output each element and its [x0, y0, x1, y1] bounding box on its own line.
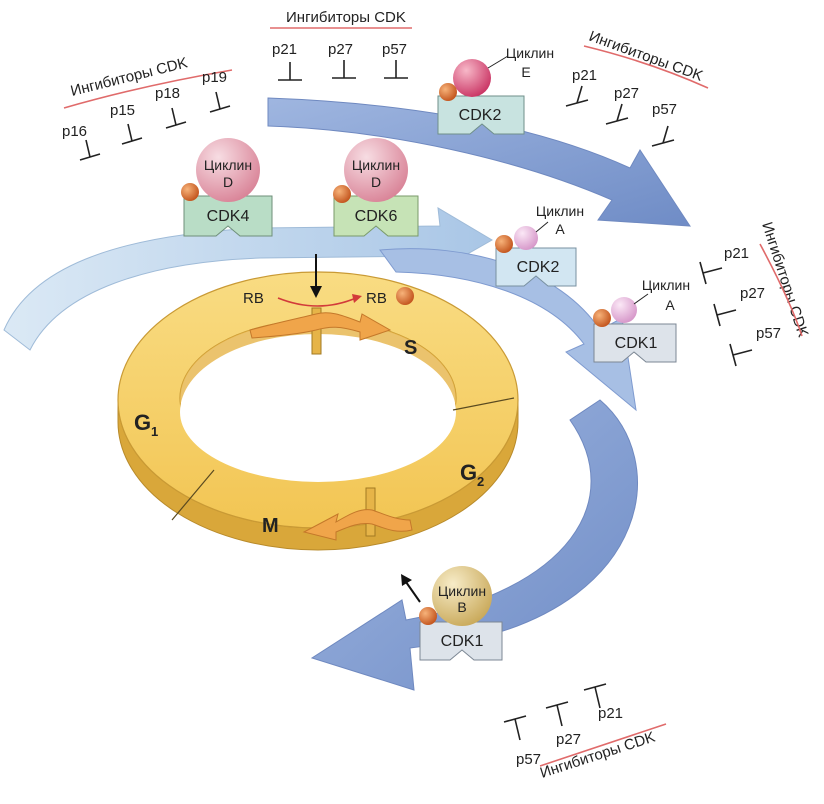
- cell-cycle-ring: [117, 271, 519, 551]
- svg-text:Ингибиторы CDK: Ингибиторы CDK: [286, 9, 406, 26]
- svg-text:Циклин: Циклин: [536, 203, 584, 219]
- cdk4-block: [183, 195, 273, 237]
- svg-text:CDK1: CDK1: [615, 335, 658, 352]
- phosphate-icon: [419, 607, 437, 625]
- phosphate-icon: [593, 309, 611, 327]
- inhibitors-top-left: Ингибиторы CDK p16 p15 p18 p19: [62, 54, 233, 161]
- phosphate-icon: [396, 287, 414, 305]
- complex-cdk1-cyclin-a: Циклин A CDK1: [593, 277, 690, 363]
- svg-text:CDK2: CDK2: [459, 107, 502, 124]
- svg-text:p57: p57: [652, 101, 677, 118]
- svg-text:G: G: [460, 460, 477, 485]
- svg-text:p27: p27: [614, 85, 639, 102]
- svg-text:p18: p18: [155, 85, 180, 102]
- svg-text:1: 1: [151, 424, 158, 439]
- rb-p-label: RB: [366, 290, 387, 307]
- inhibitors-top-center: Ингибиторы CDK p21 p27 p57: [270, 9, 412, 81]
- svg-text:p21: p21: [572, 67, 597, 84]
- complex-cdk4-cyclin-d: Циклин D CDK4: [181, 138, 273, 237]
- svg-text:CDK2: CDK2: [517, 259, 560, 276]
- phase-s-label: S: [404, 337, 417, 359]
- svg-text:p21: p21: [598, 705, 623, 722]
- phase-g1-label: G 1: [134, 410, 158, 439]
- rb-phosphorylation: RB RB: [243, 254, 414, 307]
- svg-text:Циклин: Циклин: [438, 583, 486, 599]
- svg-text:p27: p27: [556, 731, 581, 748]
- rb-label: RB: [243, 290, 264, 307]
- svg-text:A: A: [555, 221, 565, 237]
- complex-cdk6-cyclin-d: Циклин D CDK6: [333, 138, 419, 237]
- inhibitors-bottom: Ингибиторы CDK p57 p27 p21: [503, 683, 667, 782]
- complex-cdk2-cyclin-a: Циклин A CDK2: [495, 203, 584, 287]
- svg-text:CDK6: CDK6: [355, 208, 398, 225]
- cyclin-d-sphere: [196, 138, 260, 202]
- svg-text:Циклин: Циклин: [642, 277, 690, 293]
- cdk6-block: [333, 195, 419, 237]
- inhibitors-right: Ингибиторы CDK p21 p27 p57: [699, 220, 811, 367]
- svg-text:Циклин: Циклин: [506, 45, 554, 61]
- g2-m-arrow: [310, 399, 638, 691]
- phase-m-label: M: [262, 515, 279, 537]
- cyclin-e-sphere: [453, 59, 491, 97]
- svg-text:p19: p19: [202, 69, 227, 86]
- svg-text:D: D: [371, 174, 381, 190]
- svg-text:CDK4: CDK4: [207, 208, 250, 225]
- svg-text:B: B: [457, 599, 466, 615]
- cyclin-a-sphere: [611, 297, 637, 323]
- svg-text:p16: p16: [62, 123, 87, 140]
- svg-text:p15: p15: [110, 102, 135, 119]
- svg-text:p57: p57: [516, 751, 541, 768]
- cyclin-b-sphere: [432, 566, 492, 626]
- cdk1a-block: [593, 323, 677, 363]
- cyclin-d-sphere: [344, 138, 408, 202]
- complex-cdk1-cyclin-b: Циклин B CDK1: [401, 566, 503, 661]
- phase-g2-label: G 2: [460, 460, 484, 489]
- svg-text:Циклин: Циклин: [204, 157, 252, 173]
- svg-text:p21: p21: [724, 245, 749, 262]
- svg-text:A: A: [665, 297, 675, 313]
- svg-text:E: E: [521, 64, 530, 80]
- inhibitors-top-right: Ингибиторы CDK p21 p27 p57: [565, 28, 709, 147]
- svg-text:CDK1: CDK1: [441, 633, 484, 650]
- svg-text:Ингибиторы CDK: Ингибиторы CDK: [758, 220, 811, 339]
- svg-text:p21: p21: [272, 41, 297, 58]
- svg-text:p57: p57: [756, 325, 781, 342]
- complex-cdk2-cyclin-e: Циклин E CDK2: [437, 45, 554, 135]
- cyclin-a-sphere: [514, 226, 538, 250]
- phosphate-icon: [333, 185, 351, 203]
- phosphate-icon: [439, 83, 457, 101]
- cdk1b-block: [419, 621, 503, 661]
- s-arrow-top: [267, 97, 691, 227]
- svg-text:Ингибиторы CDK: Ингибиторы CDK: [587, 28, 705, 85]
- cdk2e-block: [437, 95, 525, 135]
- svg-text:2: 2: [477, 474, 484, 489]
- phosphate-icon: [181, 183, 199, 201]
- svg-text:G: G: [134, 410, 151, 435]
- svg-text:p57: p57: [382, 41, 407, 58]
- g1-arrow: [3, 207, 493, 351]
- svg-text:D: D: [223, 174, 233, 190]
- svg-text:p27: p27: [328, 41, 353, 58]
- cdk2a-block: [495, 247, 577, 287]
- svg-text:p27: p27: [740, 285, 765, 302]
- svg-text:Циклин: Циклин: [352, 157, 400, 173]
- phosphate-icon: [495, 235, 513, 253]
